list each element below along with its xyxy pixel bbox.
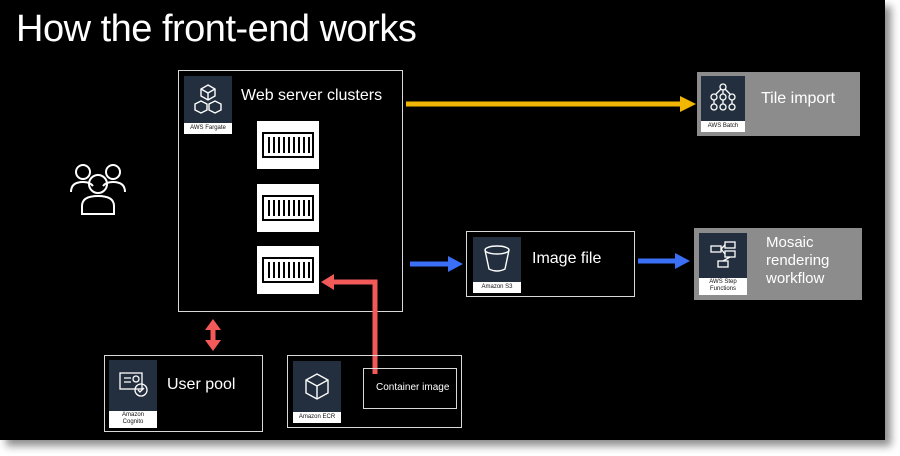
cognito-caption: Amazon Cognito xyxy=(109,411,157,428)
container-icon xyxy=(257,184,319,232)
step-functions-caption: AWS Step Functions xyxy=(699,278,747,295)
s3-caption: Amazon S3 xyxy=(473,282,521,293)
arrow-to-image-file xyxy=(410,256,463,272)
mosaic-workflow-card: AWS Step Functions Mosaic rendering work… xyxy=(694,228,862,300)
container-image-box: Container image xyxy=(363,368,457,409)
cognito-icon xyxy=(117,368,149,400)
s3-tile: Amazon S3 xyxy=(473,237,521,293)
arrow-to-mosaic xyxy=(638,253,690,269)
step-functions-icon xyxy=(707,238,739,270)
step-functions-tile: AWS Step Functions xyxy=(699,233,747,295)
cognito-caption-line: Cognito xyxy=(122,419,144,425)
batch-tile: AWS Batch xyxy=(701,76,745,132)
arrow-to-tile-import xyxy=(406,96,696,112)
ecr-box: Amazon ECR Container image xyxy=(287,355,462,428)
ecr-icon xyxy=(301,369,333,401)
fargate-caption: AWS Fargate xyxy=(184,123,232,134)
user-pool-box: Amazon Cognito User pool xyxy=(104,355,263,432)
slide-canvas: How the front-end works AWS Fargate xyxy=(0,0,885,440)
users-icon xyxy=(68,160,128,216)
container-image-label: Container image xyxy=(376,382,450,393)
batch-icon xyxy=(708,82,738,112)
image-file-box: Amazon S3 Image file xyxy=(466,231,635,297)
image-file-label: Image file xyxy=(532,250,602,267)
mosaic-workflow-label: Mosaic rendering workflow xyxy=(766,234,829,288)
web-server-clusters-box: AWS Fargate Web server clusters xyxy=(178,70,403,312)
cognito-caption-line: Amazon xyxy=(121,412,144,418)
fargate-icon xyxy=(192,82,224,114)
mosaic-label-line: rendering xyxy=(766,252,830,269)
web-server-clusters-label: Web server clusters xyxy=(241,87,383,104)
cognito-tile: Amazon Cognito xyxy=(109,360,157,428)
tile-import-label: Tile import xyxy=(761,90,836,107)
container-icon xyxy=(257,246,319,294)
container-icon xyxy=(257,121,319,169)
ecr-caption: Amazon ECR xyxy=(293,412,341,423)
mosaic-label-line: workflow xyxy=(766,270,825,287)
slide-title: How the front-end works xyxy=(16,8,417,50)
ecr-tile: Amazon ECR xyxy=(293,361,341,423)
batch-caption: AWS Batch xyxy=(701,121,745,132)
arrow-user-pool-link xyxy=(205,319,221,351)
arrow-container-image xyxy=(321,274,378,374)
arrows-layer xyxy=(205,96,696,374)
step-functions-caption-line: AWS Step xyxy=(709,279,737,285)
user-pool-label: User pool xyxy=(167,376,236,393)
mosaic-label-line: Mosaic xyxy=(766,234,814,251)
step-functions-caption-line: Functions xyxy=(709,286,736,292)
fargate-tile: AWS Fargate xyxy=(184,76,232,134)
s3-bucket-icon xyxy=(482,243,512,273)
tile-import-card: AWS Batch Tile import xyxy=(697,72,860,136)
